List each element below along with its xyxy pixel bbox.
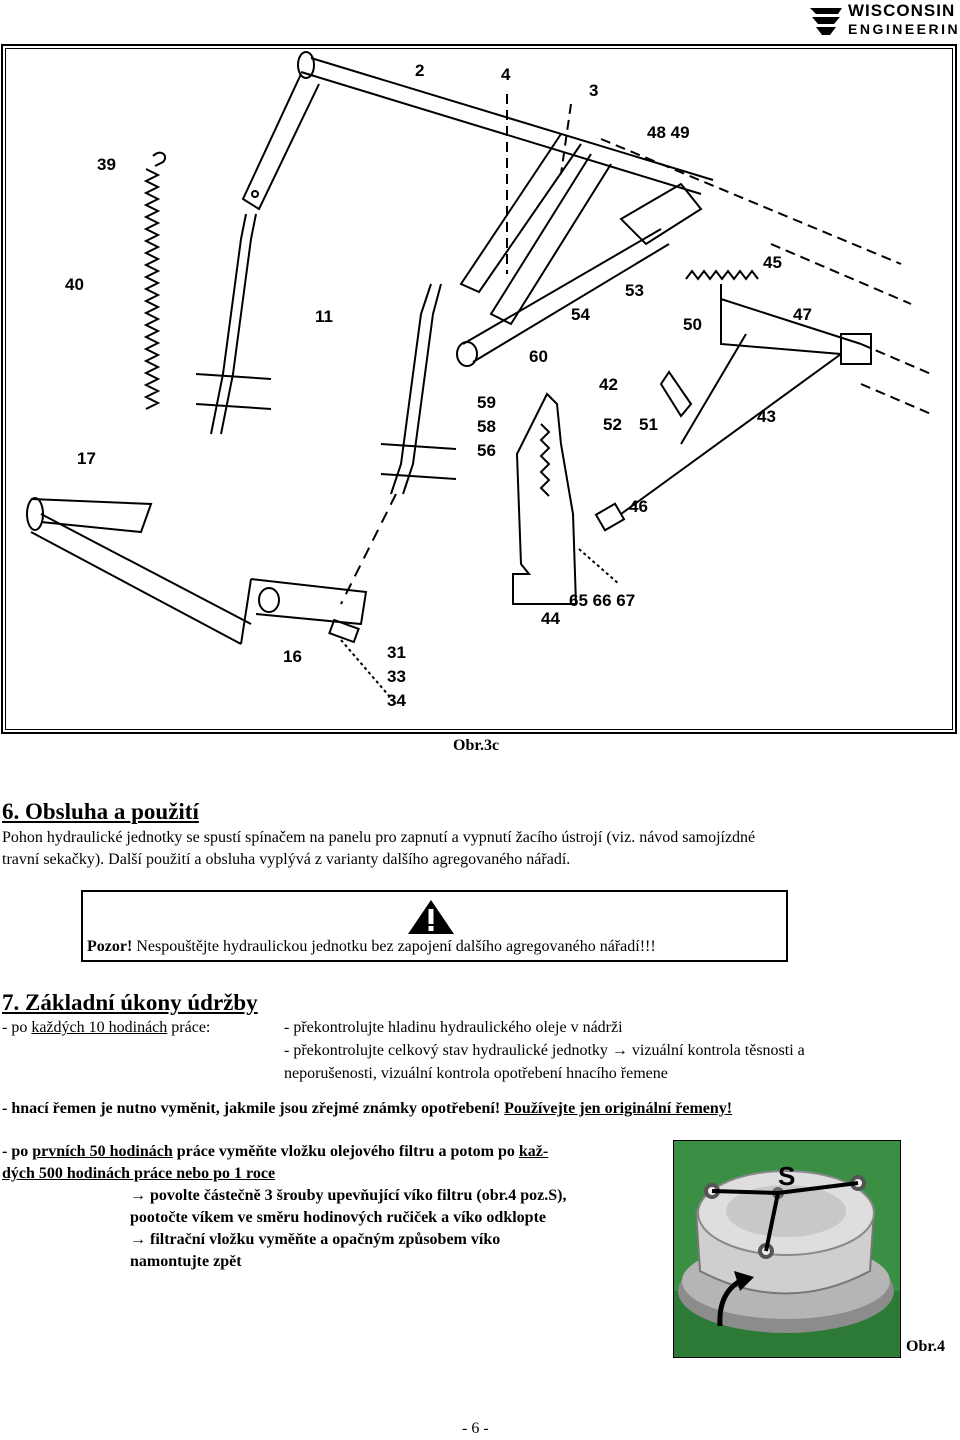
label-50: 50: [683, 315, 702, 334]
label-33: 33: [387, 667, 406, 686]
logo-line-1: WISCONSIN: [848, 1, 956, 20]
label-42: 42: [599, 375, 618, 394]
figure-frame: [1, 44, 957, 734]
filter-step-3: → filtrační vložku vyměňte a opačným způ…: [130, 1229, 500, 1251]
label-34: 34: [387, 691, 406, 710]
photo-label-s: S: [778, 1161, 795, 1191]
section-7-title: 7. Základní úkony údržby: [2, 990, 258, 1015]
label-52: 52: [603, 415, 622, 434]
oil-filter-photo: S: [673, 1140, 901, 1358]
section-6-line-1: Pohon hydraulické jednotky se spustí spí…: [2, 829, 756, 846]
oil-filter-illustration: S: [674, 1141, 900, 1357]
arrow-right-icon: →: [130, 1231, 146, 1248]
label-54: 54: [571, 305, 590, 324]
filter-l1-u: prvních 50 hodinách: [32, 1143, 173, 1160]
interval-suffix: práce:: [167, 1019, 211, 1036]
warning-text: Pozor! Nespouštějte hydraulickou jednotk…: [87, 936, 656, 958]
task-1: - překontrolujte hladinu hydraulického o…: [284, 1019, 623, 1036]
label-11: 11: [315, 307, 333, 326]
task-2: - překontrolujte celkový stav hydraulick…: [284, 1040, 805, 1062]
figure-caption: Obr.3c: [453, 737, 500, 754]
filter-step-2: pootočte víkem ve směru hodinových ručič…: [130, 1209, 546, 1226]
task-2b: vizuální kontrola těsnosti a: [627, 1042, 805, 1059]
label-17: 17: [77, 449, 96, 468]
filter-l1-b: práce vyměňte vložku olejového filtru a …: [172, 1143, 519, 1160]
label-48-49: 48 49: [647, 123, 690, 142]
filter-line-1: - po prvních 50 hodinách práce vyměňte v…: [2, 1141, 548, 1163]
label-43: 43: [757, 407, 776, 426]
label-4: 4: [501, 65, 511, 84]
filter-l1-u2: kaž-: [518, 1143, 549, 1160]
label-60: 60: [529, 347, 548, 366]
label-56: 56: [477, 441, 496, 460]
warning-triangle-icon: [408, 900, 454, 934]
section-6-title: 6. Obsluha a použití: [2, 799, 199, 824]
page-number: - 6 -: [462, 1420, 489, 1437]
label-47: 47: [793, 305, 812, 324]
logo-line-2: ENGINEERING: [848, 21, 960, 37]
filter-step-3-text: filtrační vložku vyměňte a opačným způso…: [146, 1231, 501, 1248]
belt-text: - hnací řemen je nutno vyměnit, jakmile …: [2, 1100, 505, 1117]
filter-step-1: → povolte částečně 3 šrouby upevňující v…: [130, 1185, 566, 1207]
warning-pozor: Pozor!: [87, 938, 133, 955]
label-44: 44: [541, 609, 560, 628]
filter-l1-a: - po: [2, 1143, 33, 1160]
label-46: 46: [629, 497, 648, 516]
interval-prefix: - po: [2, 1019, 32, 1036]
arrow-right-icon: →: [130, 1187, 146, 1204]
filter-step-4: namontujte zpět: [130, 1253, 242, 1270]
wisconsin-logo: WISCONSIN ENGINEERING: [808, 1, 960, 38]
warning-message: Nespouštějte hydraulickou jednotku bez z…: [132, 938, 656, 955]
label-39: 39: [97, 155, 116, 174]
label-59: 59: [477, 393, 496, 412]
photo-caption: Obr.4: [906, 1338, 945, 1355]
label-40: 40: [65, 275, 84, 294]
warning-box: Pozor! Nespouštějte hydraulickou jednotk…: [81, 890, 788, 962]
label-3: 3: [589, 81, 598, 100]
filter-line-2: dých 500 hodinách práce nebo po 1 roce: [2, 1165, 276, 1182]
parts-exploded-diagram: 2 4 3 48 49 39 40 45 11 53 54 47 50 60 4…: [26, 51, 932, 710]
label-31: 31: [387, 643, 406, 662]
task-2c: neporušenosti, vizuální kontrola opotřeb…: [284, 1065, 668, 1082]
belt-note: - hnací řemen je nutno vyměnit, jakmile …: [2, 1098, 732, 1120]
logo-emblem-icon: [810, 8, 842, 35]
label-65-66-67: 65 66 67: [569, 591, 635, 610]
belt-underlined: Používejte jen originální řemeny!: [504, 1100, 733, 1117]
label-16: 16: [283, 647, 302, 666]
task-2a: - překontrolujte celkový stav hydraulick…: [284, 1042, 608, 1059]
arrow-right-icon: →: [611, 1042, 628, 1059]
interval-10h: - po každých 10 hodinách práce:: [2, 1017, 210, 1039]
label-2: 2: [415, 61, 424, 80]
label-45: 45: [763, 253, 782, 272]
interval-underlined: každých 10 hodinách: [31, 1019, 168, 1036]
label-53: 53: [625, 281, 644, 300]
filter-step-1-text: povolte částečně 3 šrouby upevňující vík…: [146, 1187, 567, 1204]
section-6-line-2: travní sekačky). Další použití a obsluha…: [2, 851, 571, 868]
label-58: 58: [477, 417, 496, 436]
label-51: 51: [639, 415, 658, 434]
